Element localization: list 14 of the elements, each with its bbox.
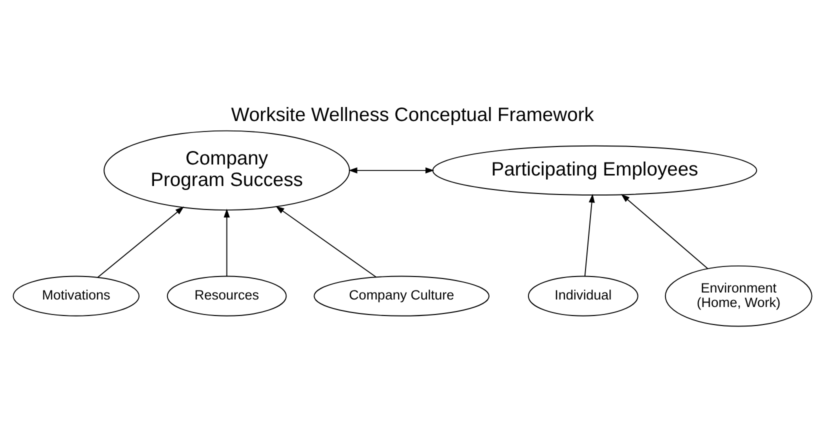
node-ellipse: Environment (Home, Work) <box>664 265 812 327</box>
arrow <box>621 194 708 270</box>
arrow <box>276 206 377 278</box>
arrow <box>224 208 230 277</box>
arrow <box>584 194 595 277</box>
arrow <box>97 206 184 278</box>
node-ellipse: Participating Employees <box>432 145 758 196</box>
node-ellipse: Company Culture <box>314 276 490 316</box>
diagram-title: Worksite Wellness Conceptual Framework <box>231 105 594 126</box>
node-ellipse: Company Program Success <box>104 130 350 211</box>
node-ellipse: Individual <box>528 276 638 316</box>
arrow <box>348 167 434 174</box>
node-ellipse: Resources <box>166 276 287 316</box>
node-ellipse: Motivations <box>12 276 140 316</box>
